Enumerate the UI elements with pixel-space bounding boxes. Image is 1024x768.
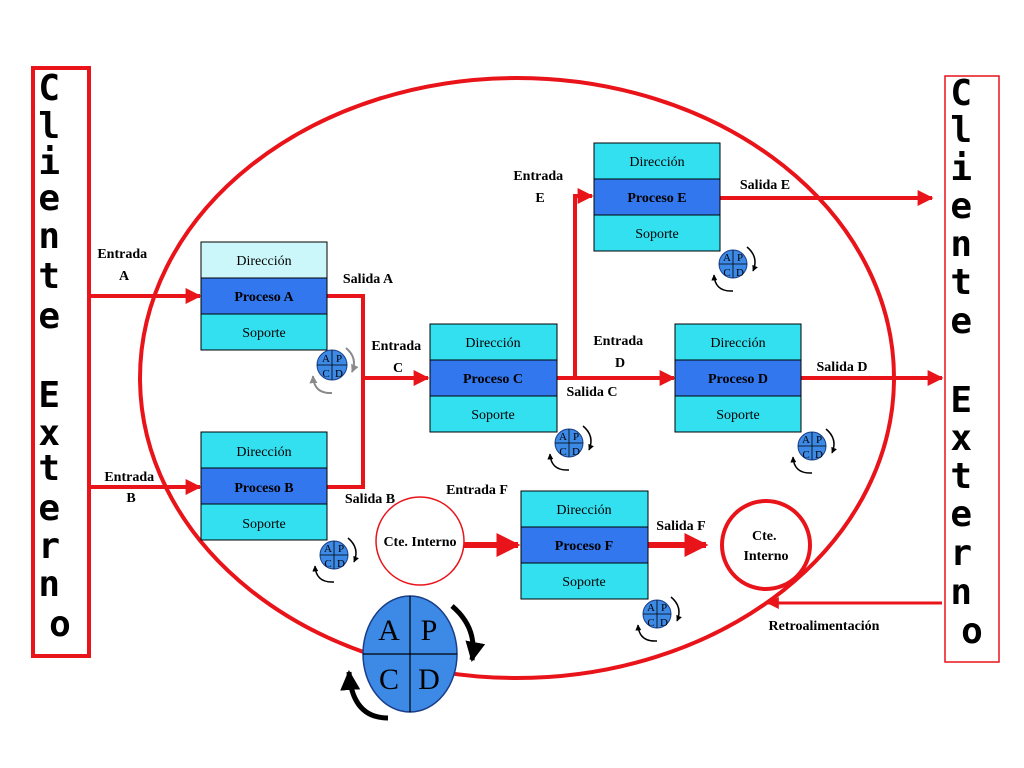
svg-text:C: C [802,449,809,461]
process-e-direccion: Dirección [629,155,684,170]
process-b-direccion: Dirección [236,445,291,460]
svg-text:A: A [559,431,567,443]
pdca-cycle-d: A P C D [790,428,837,474]
connector-salida-a [327,294,365,378]
pdca-main-c: C [379,663,399,696]
label-entrada-a: Entrada A [97,247,150,284]
svg-text:P: P [573,431,579,443]
process-a-soporte: Soporte [242,326,286,341]
process-c-soporte: Soporte [471,408,515,423]
svg-text:P: P [816,434,822,446]
svg-text:D: D [736,267,744,279]
svg-text:P: P [338,543,344,555]
process-c-direccion: Dirección [465,336,520,351]
label-entrada-c: Entrada C [371,339,424,376]
process-b-soporte: Soporte [242,517,286,532]
internal-client-left-label: Cte. Interno [383,535,456,550]
internal-client-right [720,499,812,591]
external-client-left-box [31,66,91,658]
flow-arrows [89,188,944,609]
process-e-name: Proceso E [627,191,686,206]
svg-text:C: C [322,368,329,380]
label-salida-a: Salida A [343,272,394,287]
label-salida-c: Salida C [567,385,618,400]
process-f-direccion: Dirección [556,503,611,518]
process-d-direccion: Dirección [710,336,765,351]
pdca-cycle-f: A P C D [635,596,682,642]
process-a-direccion: Dirección [236,254,291,269]
internal-client-left [375,496,465,586]
label-salida-d: Salida D [817,360,868,375]
svg-text:D: D [335,368,343,380]
label-entrada-e: Entrada E [513,169,566,206]
process-f-soporte: Soporte [562,575,606,590]
svg-text:C: C [647,617,654,629]
svg-text:C: C [723,267,730,279]
external-client-left-label: C l i e n t e E x t e r n o [38,68,81,645]
svg-text:D: D [815,449,823,461]
process-f-name: Proceso F [555,539,613,554]
svg-text:P: P [661,602,667,614]
external-client-right-label: C l i e n t e E x t e r n o [950,73,993,652]
svg-text:C: C [324,558,331,570]
process-c: Dirección Proceso C Soporte [429,323,558,433]
label-salida-e: Salida E [740,178,790,193]
label-entrada-b: Entrada B [104,470,157,506]
internal-client-right-label: Cte. Interno [743,529,788,564]
svg-text:A: A [647,602,655,614]
svg-text:C: C [559,446,566,458]
process-d-soporte: Soporte [716,408,760,423]
pdca-main-p: P [421,614,438,647]
process-b-name: Proceso B [234,481,293,496]
process-e: Dirección Proceso E Soporte [593,142,721,252]
svg-text:D: D [337,558,345,570]
pdca-cycle-b: A P C D [312,537,359,583]
label-entrada-d: Entrada D [593,334,646,371]
process-f: Dirección Proceso F Soporte [520,490,649,600]
process-e-soporte: Soporte [635,227,679,242]
label-entrada-f: Entrada F [446,483,508,498]
label-salida-b: Salida B [345,492,395,507]
svg-text:P: P [336,353,342,365]
svg-text:P: P [737,252,743,264]
external-client-right-box [944,75,1000,663]
process-d: Dirección Proceso D Soporte [674,323,802,433]
svg-text:D: D [660,617,668,629]
pdca-cycle-a: A P C D [309,347,359,395]
svg-text:A: A [322,353,330,365]
process-a-name: Proceso A [234,290,294,305]
arrow-entrada-e [573,188,594,378]
label-retroalimentacion: Retroalimentación [769,619,880,634]
pdca-main-d: D [418,663,440,696]
svg-text:A: A [802,434,810,446]
pdca-cycle-c: A P C D [547,425,594,471]
pdca-cycle-e: A P C D [711,246,758,292]
process-b: Dirección Proceso B Soporte [200,431,328,541]
svg-text:A: A [324,543,332,555]
process-a: Dirección Proceso A Soporte [200,241,328,351]
svg-text:D: D [572,446,580,458]
pdca-main-a: A [378,614,400,647]
flow-labels: Entrada A Entrada B Entrada C Entrada D … [97,169,879,634]
process-d-name: Proceso D [708,372,768,387]
process-c-name: Proceso C [463,372,523,387]
svg-text:A: A [723,252,731,264]
label-salida-f: Salida F [656,519,705,534]
pdca-cycle-main: A P C D [340,595,486,721]
connector-salida-b [327,378,365,489]
